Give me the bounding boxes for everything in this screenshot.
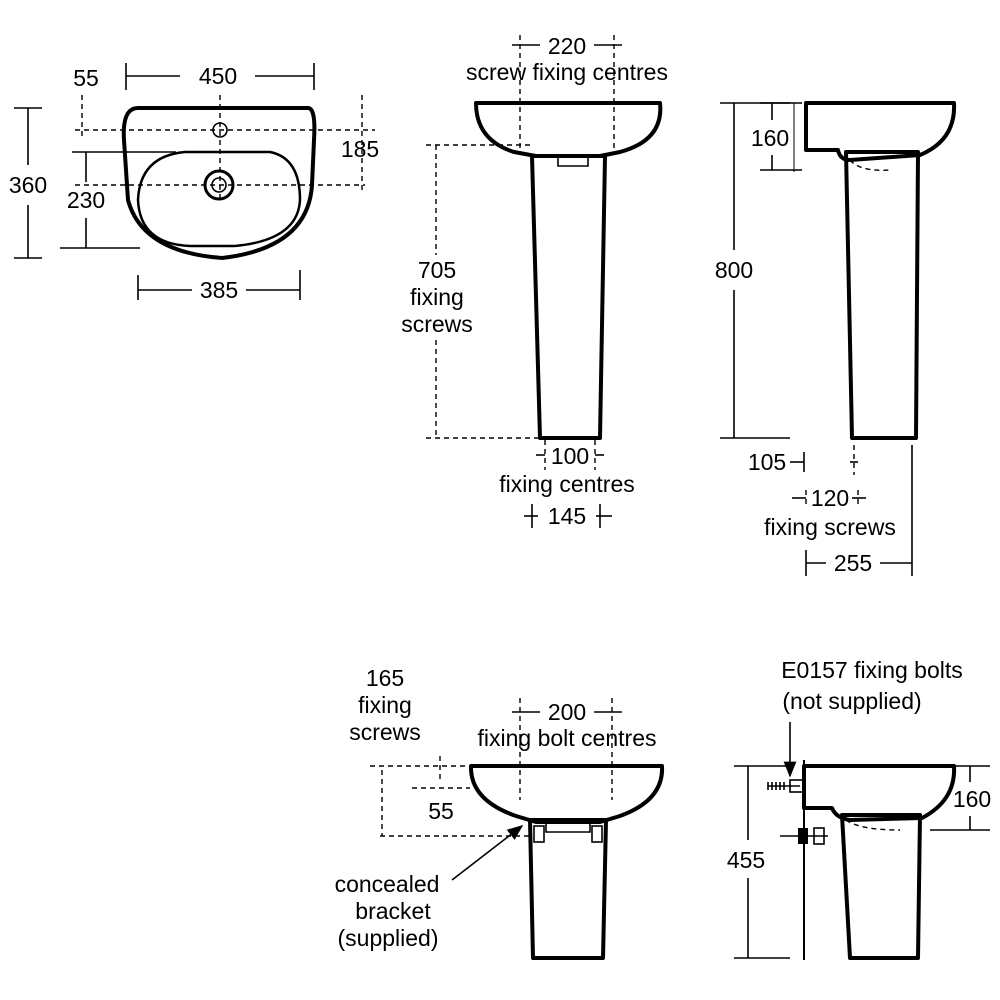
label-fixing-centres: fixing centres xyxy=(499,471,635,497)
basin-plan-outline xyxy=(121,106,317,260)
dim-160-basin-height: 160 xyxy=(751,125,789,151)
basin-side-semi-outline xyxy=(802,764,957,822)
semi-pedestal-front xyxy=(528,818,608,960)
label-bracket: bracket xyxy=(355,898,431,924)
label-not-supplied: (not supplied) xyxy=(782,688,921,714)
dim-105-offset: 105 xyxy=(748,449,786,475)
label-fixing: fixing xyxy=(410,284,464,310)
dim-200-bolt-centres: 200 xyxy=(548,699,586,725)
dim-100-fixing-centres: 100 xyxy=(551,443,589,469)
dim-145-pedestal-base: 145 xyxy=(548,503,586,529)
basin-bowl-outline xyxy=(136,150,302,248)
dim-705-screws: 705 xyxy=(418,257,456,283)
label-supplied: (supplied) xyxy=(338,925,439,951)
label-fixing-screws: fixing screws xyxy=(764,514,896,540)
dim-360-depth: 360 xyxy=(9,172,47,198)
dim-800-overall-height: 800 xyxy=(715,257,753,283)
label-screws: screws xyxy=(401,311,473,337)
dim-55-tap-offset: 55 xyxy=(73,65,99,91)
dim-185-waste: 185 xyxy=(341,136,379,162)
basin-plan-view: 55 450 185 360 230 385 xyxy=(9,63,379,303)
label-e0157-fixing-bolts: E0157 fixing bolts xyxy=(781,657,963,683)
semi-pedestal-side xyxy=(840,813,922,960)
basin-front-semi-outline xyxy=(468,764,665,824)
label-screw-fixing-centres: screw fixing centres xyxy=(466,59,668,85)
dim-230-bowl: 230 xyxy=(67,187,105,213)
dim-450-width: 450 xyxy=(199,63,237,89)
dim-120-fixing-screws: 120 xyxy=(811,485,849,511)
dim-55-bracket-offset: 55 xyxy=(428,798,454,824)
front-view-pedestal: 220 screw fixing centres 705 fixing scre… xyxy=(401,33,668,529)
front-view-semi-pedestal: 165 fixing screws 200 fixing bolt centre… xyxy=(335,665,665,960)
dim-220-screw-centres: 220 xyxy=(548,33,586,59)
basin-front-outline xyxy=(474,101,663,158)
side-view-pedestal: 160 800 105 120 fixing screws 255 xyxy=(715,101,957,576)
pedestal-side xyxy=(844,150,920,440)
dim-165-fixing-screws: 165 xyxy=(366,665,404,691)
label-fixing-bolt-centres: fixing bolt centres xyxy=(478,725,657,751)
dim-385-bowl-width: 385 xyxy=(200,277,238,303)
label-fixing: fixing xyxy=(358,692,412,718)
label-screws: screws xyxy=(349,719,421,745)
basin-side-outline xyxy=(804,101,957,162)
dim-255-projection: 255 xyxy=(834,550,872,576)
side-view-semi-pedestal: E0157 fixing bolts (not supplied) 160 45… xyxy=(727,657,991,960)
label-concealed: concealed xyxy=(335,871,440,897)
dim-455-semi-height: 455 xyxy=(727,847,765,873)
dim-160-semi-basin: 160 xyxy=(953,786,991,812)
pedestal-front xyxy=(530,154,607,440)
